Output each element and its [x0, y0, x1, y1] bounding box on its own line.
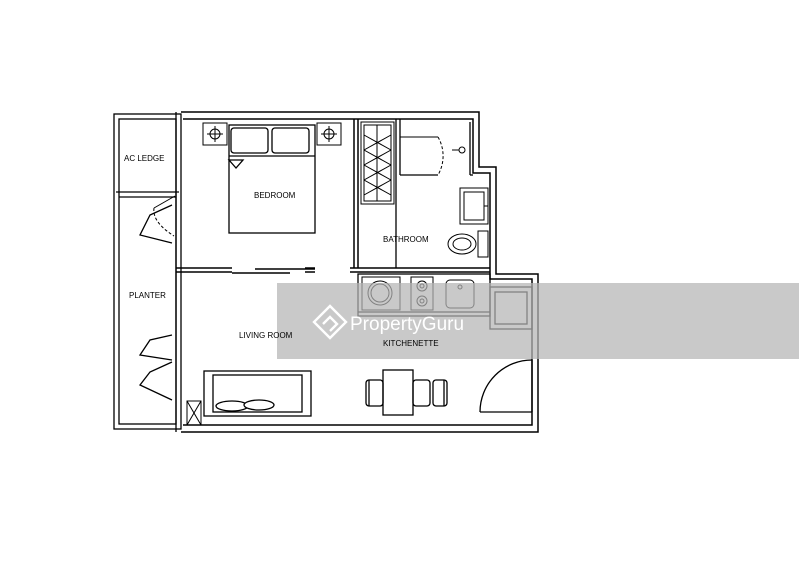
shower-door	[400, 136, 444, 176]
shoe-cabinet	[186, 400, 202, 426]
bedroom-sliding-door	[232, 268, 315, 274]
watermark: PropertyGuru	[277, 283, 799, 359]
watermark-text: PropertyGuru	[350, 314, 464, 335]
shower-head-icon	[452, 146, 466, 154]
wardrobe	[360, 121, 395, 205]
bed	[227, 124, 316, 234]
main-door	[479, 359, 533, 413]
ac-ledge-door	[153, 195, 176, 237]
bathroom-label: BATHROOM	[383, 235, 429, 244]
basin	[459, 187, 489, 225]
kitchenette-label: KITCHENETTE	[383, 339, 439, 348]
propertyguru-house-logo-icon	[312, 304, 348, 340]
living-room-label: LIVING ROOM	[239, 331, 293, 340]
dining-table	[365, 369, 448, 416]
bathroom-walls	[395, 119, 473, 268]
ac-ledge-label: AC LEDGE	[124, 154, 164, 163]
planter-bifold-doors	[138, 204, 173, 401]
toilet	[447, 230, 489, 258]
bedroom-label: BEDROOM	[254, 191, 296, 200]
bedside-tables	[202, 122, 342, 146]
watermark-band	[277, 283, 799, 359]
bedroom-walls	[176, 119, 490, 273]
sofa	[203, 370, 312, 417]
planter-label: PLANTER	[129, 291, 166, 300]
